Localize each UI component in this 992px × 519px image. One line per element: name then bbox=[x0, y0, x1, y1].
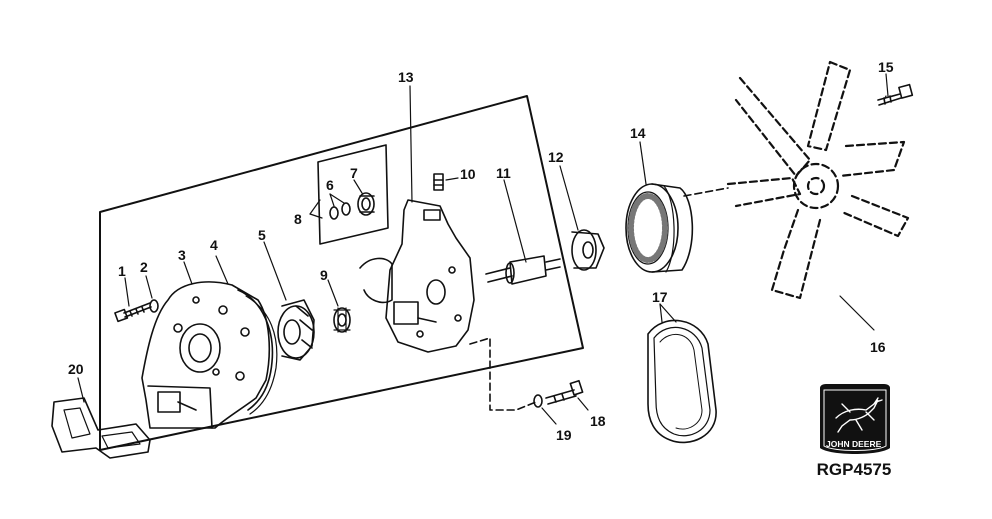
part-16-fan bbox=[726, 60, 910, 300]
callout-20: 20 bbox=[68, 361, 84, 377]
dashed-center-line bbox=[469, 337, 537, 411]
callout-2: 2 bbox=[140, 259, 148, 275]
callout-14: 14 bbox=[630, 125, 646, 141]
callout-4: 4 bbox=[210, 237, 218, 253]
pulley-dot-pattern bbox=[628, 193, 668, 263]
leaping-deer-icon bbox=[835, 397, 883, 433]
callout-6: 6 bbox=[326, 177, 334, 193]
part-7-seal-seat bbox=[357, 192, 375, 216]
callout-5: 5 bbox=[258, 227, 266, 243]
part-12-hub bbox=[571, 229, 605, 271]
part-9-seal bbox=[333, 307, 351, 333]
part-3-4-pump-cover bbox=[141, 281, 278, 429]
dashed-center-line-fan bbox=[683, 187, 729, 197]
part-13-pump-housing bbox=[359, 199, 475, 353]
part-17-v-belt bbox=[647, 319, 717, 444]
part-10-plug bbox=[433, 173, 444, 191]
leader-lines bbox=[77, 73, 889, 425]
callout-19: 19 bbox=[556, 427, 572, 443]
part-11-shaft-bearing bbox=[485, 255, 561, 285]
callout-3: 3 bbox=[178, 247, 186, 263]
figure-reference-code: RGP4575 bbox=[816, 460, 892, 479]
callout-17: 17 bbox=[652, 289, 668, 305]
john-deere-logo: JOHN DEERE bbox=[820, 384, 890, 454]
callout-8: 8 bbox=[294, 211, 302, 227]
part-1-cap-screw bbox=[114, 302, 152, 323]
inset-frame-seal-kit bbox=[317, 144, 389, 245]
part-2-washer bbox=[149, 299, 159, 313]
part-14-pulley bbox=[625, 183, 694, 273]
callout-15: 15 bbox=[878, 59, 894, 75]
callout-labels: 1 2 3 4 5 6 7 8 9 10 11 12 13 14 15 16 1… bbox=[68, 59, 894, 443]
callout-16: 16 bbox=[870, 339, 886, 355]
part-20-gasket bbox=[51, 397, 151, 459]
part-18-cap-screw bbox=[545, 379, 584, 405]
callout-11: 11 bbox=[496, 165, 511, 181]
callout-18: 18 bbox=[590, 413, 606, 429]
part-6-ring-b bbox=[341, 202, 351, 216]
part-19-washer bbox=[533, 394, 543, 408]
callout-10: 10 bbox=[460, 166, 476, 182]
logo-wordmark: JOHN DEERE bbox=[826, 439, 882, 449]
part-15-cap-screw bbox=[877, 83, 914, 106]
callout-13: 13 bbox=[398, 69, 414, 85]
part-5-impeller bbox=[277, 299, 315, 361]
callout-12: 12 bbox=[548, 149, 564, 165]
callout-7: 7 bbox=[350, 165, 358, 181]
callout-9: 9 bbox=[320, 267, 328, 283]
assembly-frame bbox=[99, 95, 584, 451]
callout-1: 1 bbox=[118, 263, 126, 279]
part-6-ring-a bbox=[329, 206, 339, 220]
